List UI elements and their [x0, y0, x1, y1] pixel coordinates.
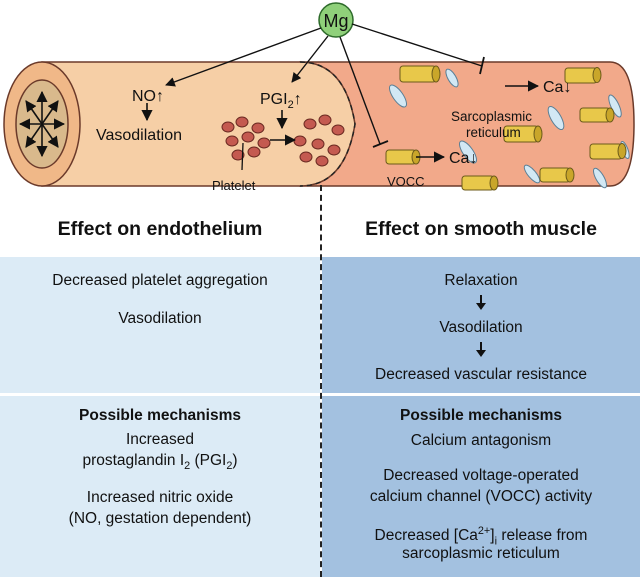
- vocc-channels: [385, 65, 627, 191]
- sr-inhibit-bar: [479, 56, 485, 75]
- pgi-label: PGI2↑: [260, 91, 302, 111]
- effect-vasodilation-right: Vasodilation: [439, 319, 523, 336]
- smooth-muscle-mechanisms-panel: Possible mechanisms Calcium antagonism D…: [322, 396, 640, 577]
- effect-vasodilation-left: Vasodilation: [118, 310, 202, 327]
- platelet-pointer: [241, 142, 244, 171]
- mechanism-prostaglandin: prostaglandin I2 (PGI2): [82, 452, 238, 473]
- mechanisms-title-right: Possible mechanisms: [400, 407, 562, 424]
- effect-platelet-aggregation: Decreased platelet aggregation: [52, 272, 268, 289]
- heading-smooth-muscle: Effect on smooth muscle: [365, 218, 597, 240]
- sr-label-line2: reticulum: [466, 125, 521, 140]
- smooth-muscle-effects-panel: Relaxation Vasodilation Decreased vascul…: [322, 257, 640, 393]
- mechanism-ca-release-line1: Decreased [Ca2+]i release from: [374, 525, 588, 548]
- endothelium-effects-panel: Decreased platelet aggregation Vasodilat…: [0, 257, 320, 393]
- vasodilation-diagram-label: Vasodilation: [96, 127, 182, 144]
- endothelium-mechanisms-panel: Possible mechanisms Increased prostaglan…: [0, 396, 320, 577]
- endothelium-boundary: [299, 61, 356, 187]
- sr-label-line1: Sarcoplasmic: [451, 109, 532, 124]
- platelets: [221, 114, 345, 167]
- mechanism-nitric-oxide: Increased nitric oxide: [86, 489, 234, 506]
- sr-ca-label: Ca↓: [543, 79, 571, 96]
- mechanism-increased: Increased: [125, 431, 195, 448]
- center-divider: [320, 185, 322, 577]
- effect-relaxation: Relaxation: [444, 272, 518, 289]
- mechanism-vocc-line1: Decreased voltage-operated: [383, 467, 579, 484]
- no-label: NO↑: [132, 88, 164, 105]
- radial-arrows-icon: [18, 90, 66, 158]
- mechanism-ca-release-line2: sarcoplasmic reticulum: [402, 545, 560, 562]
- vocc-label: VOCC: [387, 174, 425, 189]
- smooth-muscle-layer: [299, 61, 635, 187]
- heading-endothelium: Effect on endothelium: [57, 218, 263, 240]
- effect-vascular-resistance: Decreased vascular resistance: [375, 366, 587, 383]
- mechanism-no-gestation: (NO, gestation dependent): [68, 510, 252, 527]
- vessel-illustration: Mg NO↑ Vasodilation PGI2↑ Platelet Sarco…: [3, 2, 635, 193]
- sarcoplasmic-reticulum-shapes: [388, 68, 630, 189]
- mg-node: [318, 2, 354, 38]
- mechanism-calcium-antagonism: Calcium antagonism: [410, 432, 552, 449]
- mg-to-pgi-line: [291, 35, 329, 83]
- vocc-inhibit-bar: [372, 140, 389, 148]
- mg-label: Mg: [323, 11, 348, 31]
- mg-to-no-line: [165, 27, 322, 87]
- mg-to-vocc-line: [339, 36, 381, 145]
- vocc-ca-label: Ca↓: [449, 150, 477, 167]
- mg-to-sr-line: [351, 23, 483, 67]
- platelet-label: Platelet: [212, 178, 256, 193]
- mechanism-vocc-line2: calcium channel (VOCC) activity: [369, 488, 593, 505]
- mechanisms-title-left: Possible mechanisms: [79, 407, 241, 424]
